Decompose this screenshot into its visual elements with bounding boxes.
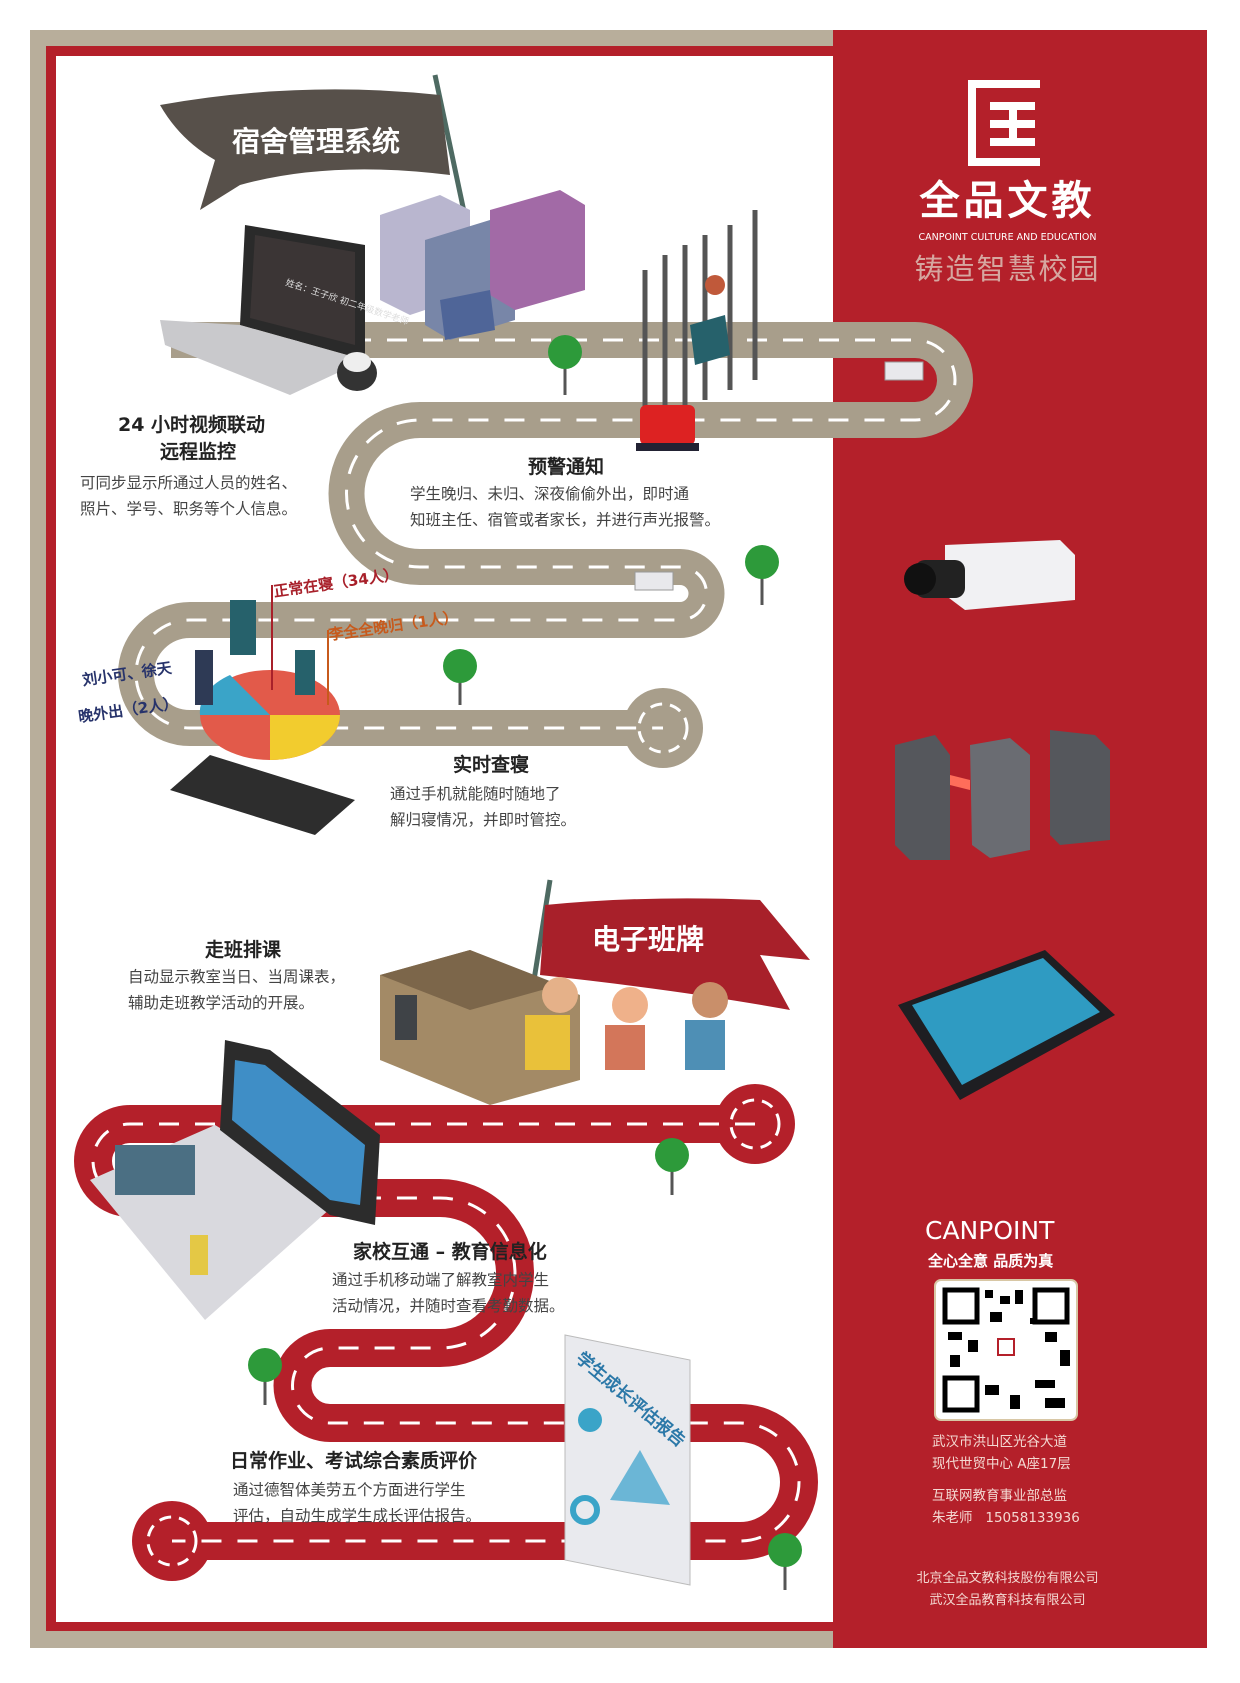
tree-icon [443,649,477,705]
turnstile-gates-icon [895,730,1110,860]
tree-icon [655,1138,689,1195]
evaluation-desc-2: 评估，自动生成学生成长评估报告。 [233,1507,482,1525]
video-monitor-desc-2: 照片、学号、职务等个人信息。 [80,500,298,518]
brand-slogan: 铸造智慧校园 [914,252,1101,286]
company-name-2: 武汉全品教育科技有限公司 [929,1593,1086,1608]
alert-title: 预警通知 [528,456,605,478]
class-board-banner-title: 电子班牌 [592,923,705,956]
home-school-desc-2: 活动情况，并随时查看考勤数据。 [332,1297,565,1315]
brand-name-cn: 全品文教 [919,178,1096,224]
alert-desc-2: 知班主任、宿管或者家长，并进行声光报警。 [410,511,721,529]
laptop-icon [160,225,377,395]
classroom-phone-icon [90,1040,380,1320]
car-icon [884,361,924,381]
dorm-system-banner-title: 宿舍管理系统 [232,125,401,158]
video-monitor-title: 24 小时视频联动 [118,414,266,436]
dorm-check-title: 实时查寝 [453,754,530,776]
tree-icon [248,1348,282,1405]
contact-motto: 全心全意 品质为真 [928,1252,1054,1270]
schedule-desc-1: 自动显示教室当日、当周课表， [128,968,346,986]
address-line-2: 现代世贸中心 A座17层 [932,1456,1071,1472]
tree-icon [548,335,582,395]
video-monitor-subtitle: 远程监控 [160,441,237,463]
contact-brand: CANPOINT [925,1216,1055,1245]
growth-report-icon [564,1334,691,1586]
car-icon [634,571,674,591]
camera-icon [904,540,1075,610]
dormitory-buildings-icon [380,190,585,340]
home-school-title: 家校互通 – 教育信息化 [353,1241,547,1263]
brand-name-en: CANPOINT CULTURE AND EDUCATION [918,232,1097,243]
evaluation-title: 日常作业、考试综合素质评价 [230,1450,478,1472]
classroom-kids-icon [380,950,728,1105]
fence-alarm-icon [636,210,758,451]
tree-icon [745,545,779,605]
dorm-pie-chart-icon [170,585,355,835]
contact-person-phone[interactable]: 朱老师 15058133936 [932,1510,1080,1526]
video-monitor-desc-1: 可同步显示所通过人员的姓名、 [80,474,298,492]
class-board-tablet-icon [898,950,1115,1100]
schedule-title: 走班排课 [205,939,282,961]
alert-desc-1: 学生晚归、未归、深夜偷偷外出，即时通 [410,485,690,503]
dorm-check-desc-2: 解归寝情况，并即时管控。 [390,811,577,829]
home-school-desc-1: 通过手机移动端了解教室内学生 [332,1271,550,1289]
qr-code [934,1279,1078,1421]
tree-icon [768,1533,802,1590]
company-name-1: 北京全品文教科技股份有限公司 [916,1571,1099,1586]
canpoint-logo-icon [968,80,1040,166]
dorm-check-desc-1: 通过手机就能随时随地了 [390,785,561,803]
evaluation-desc-1: 通过德智体美劳五个方面进行学生 [233,1481,466,1499]
schedule-desc-2: 辅助走班教学活动的开展。 [128,994,315,1012]
contact-dept: 互联网教育事业部总监 [932,1488,1067,1504]
gray-road [118,322,973,768]
address-line-1: 武汉市洪山区光谷大道 [932,1434,1067,1450]
